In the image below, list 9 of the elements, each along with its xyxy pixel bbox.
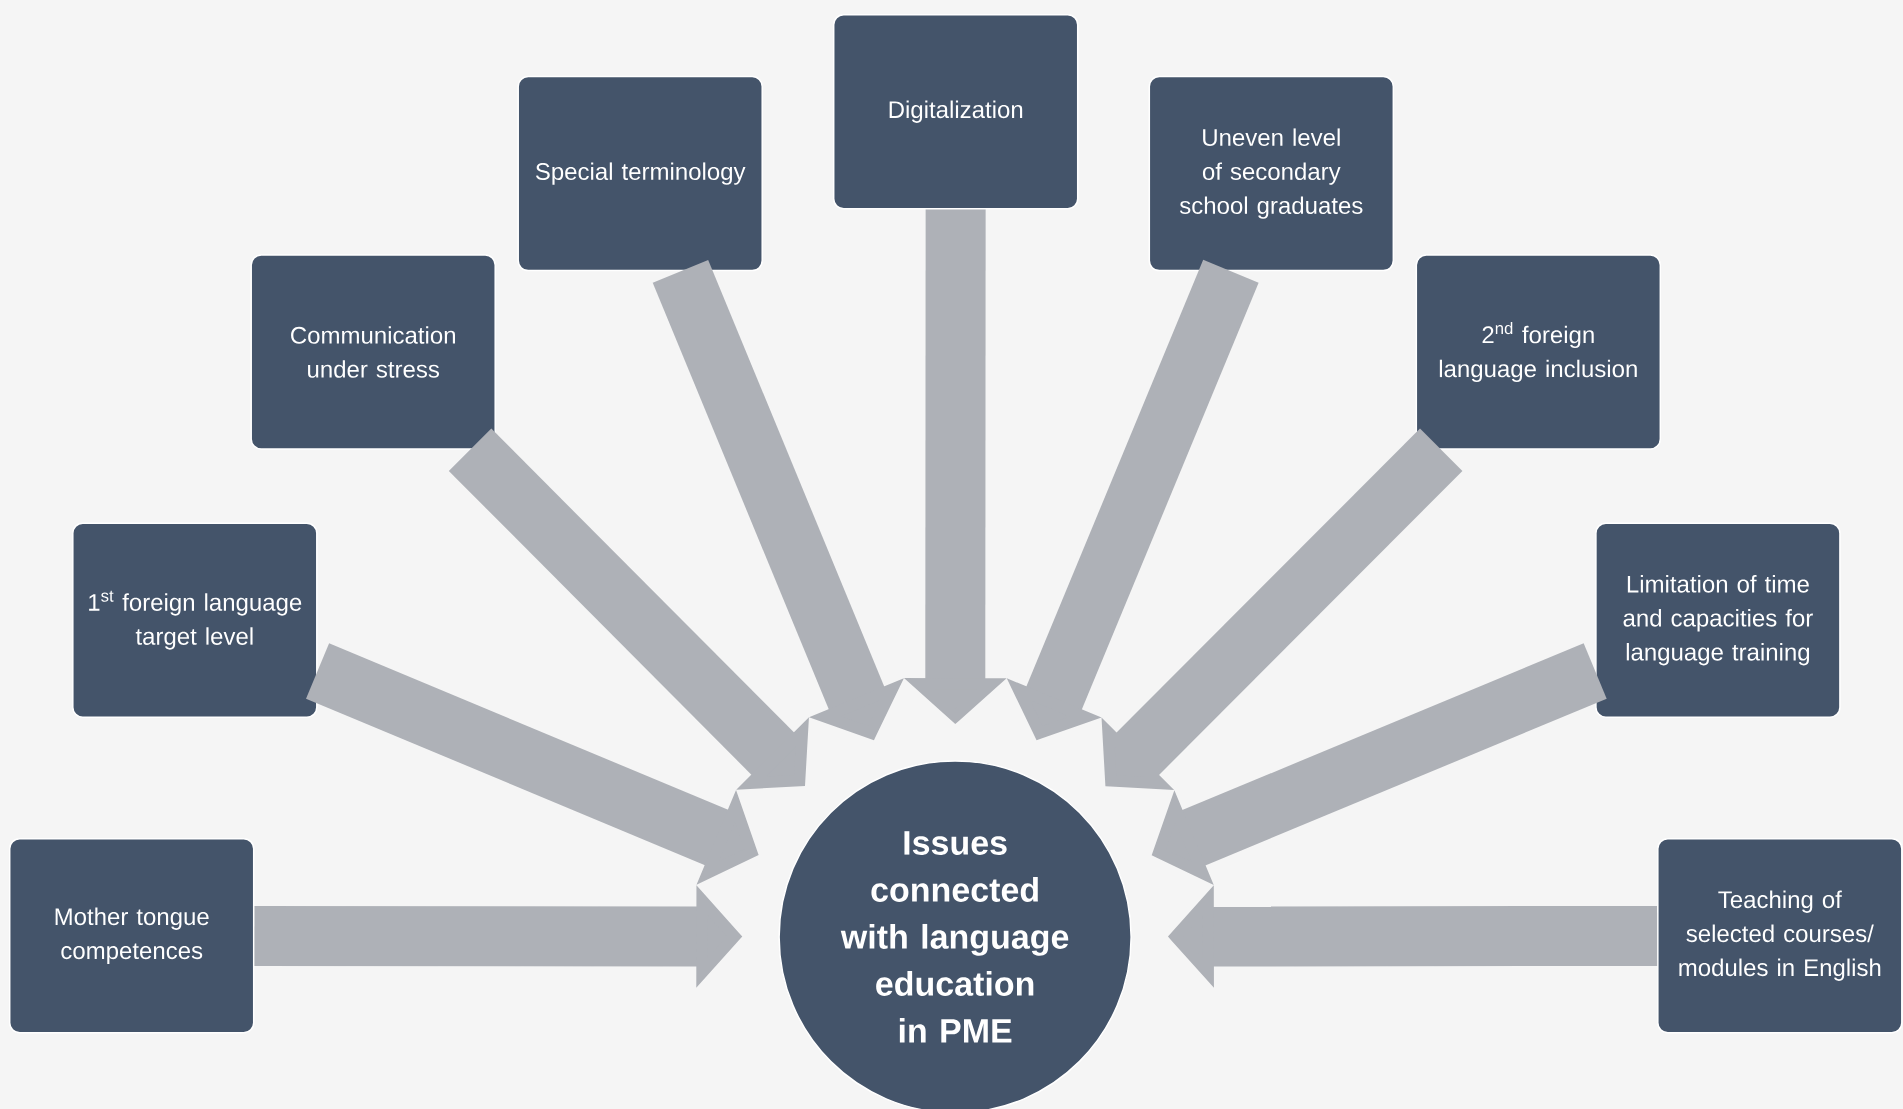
issue-box: Special terminology [517,75,763,272]
issue-box: Teaching of selected courses/ modules in English [1657,837,1903,1034]
issue-box: Limitation of time and capacities for language training [1595,522,1841,718]
issue-box: 1$^{st}$ foreign language target level [72,522,318,718]
issue-box: Uneven level of secondary school graduates [1148,75,1395,272]
issue-box: 2$^{nd}$ foreign language inclusion [1415,254,1662,450]
issue-box: Mother tongue competences [8,837,255,1034]
issue-box: Communication under stress [250,254,496,450]
issue-box: Digitalization [832,13,1079,210]
